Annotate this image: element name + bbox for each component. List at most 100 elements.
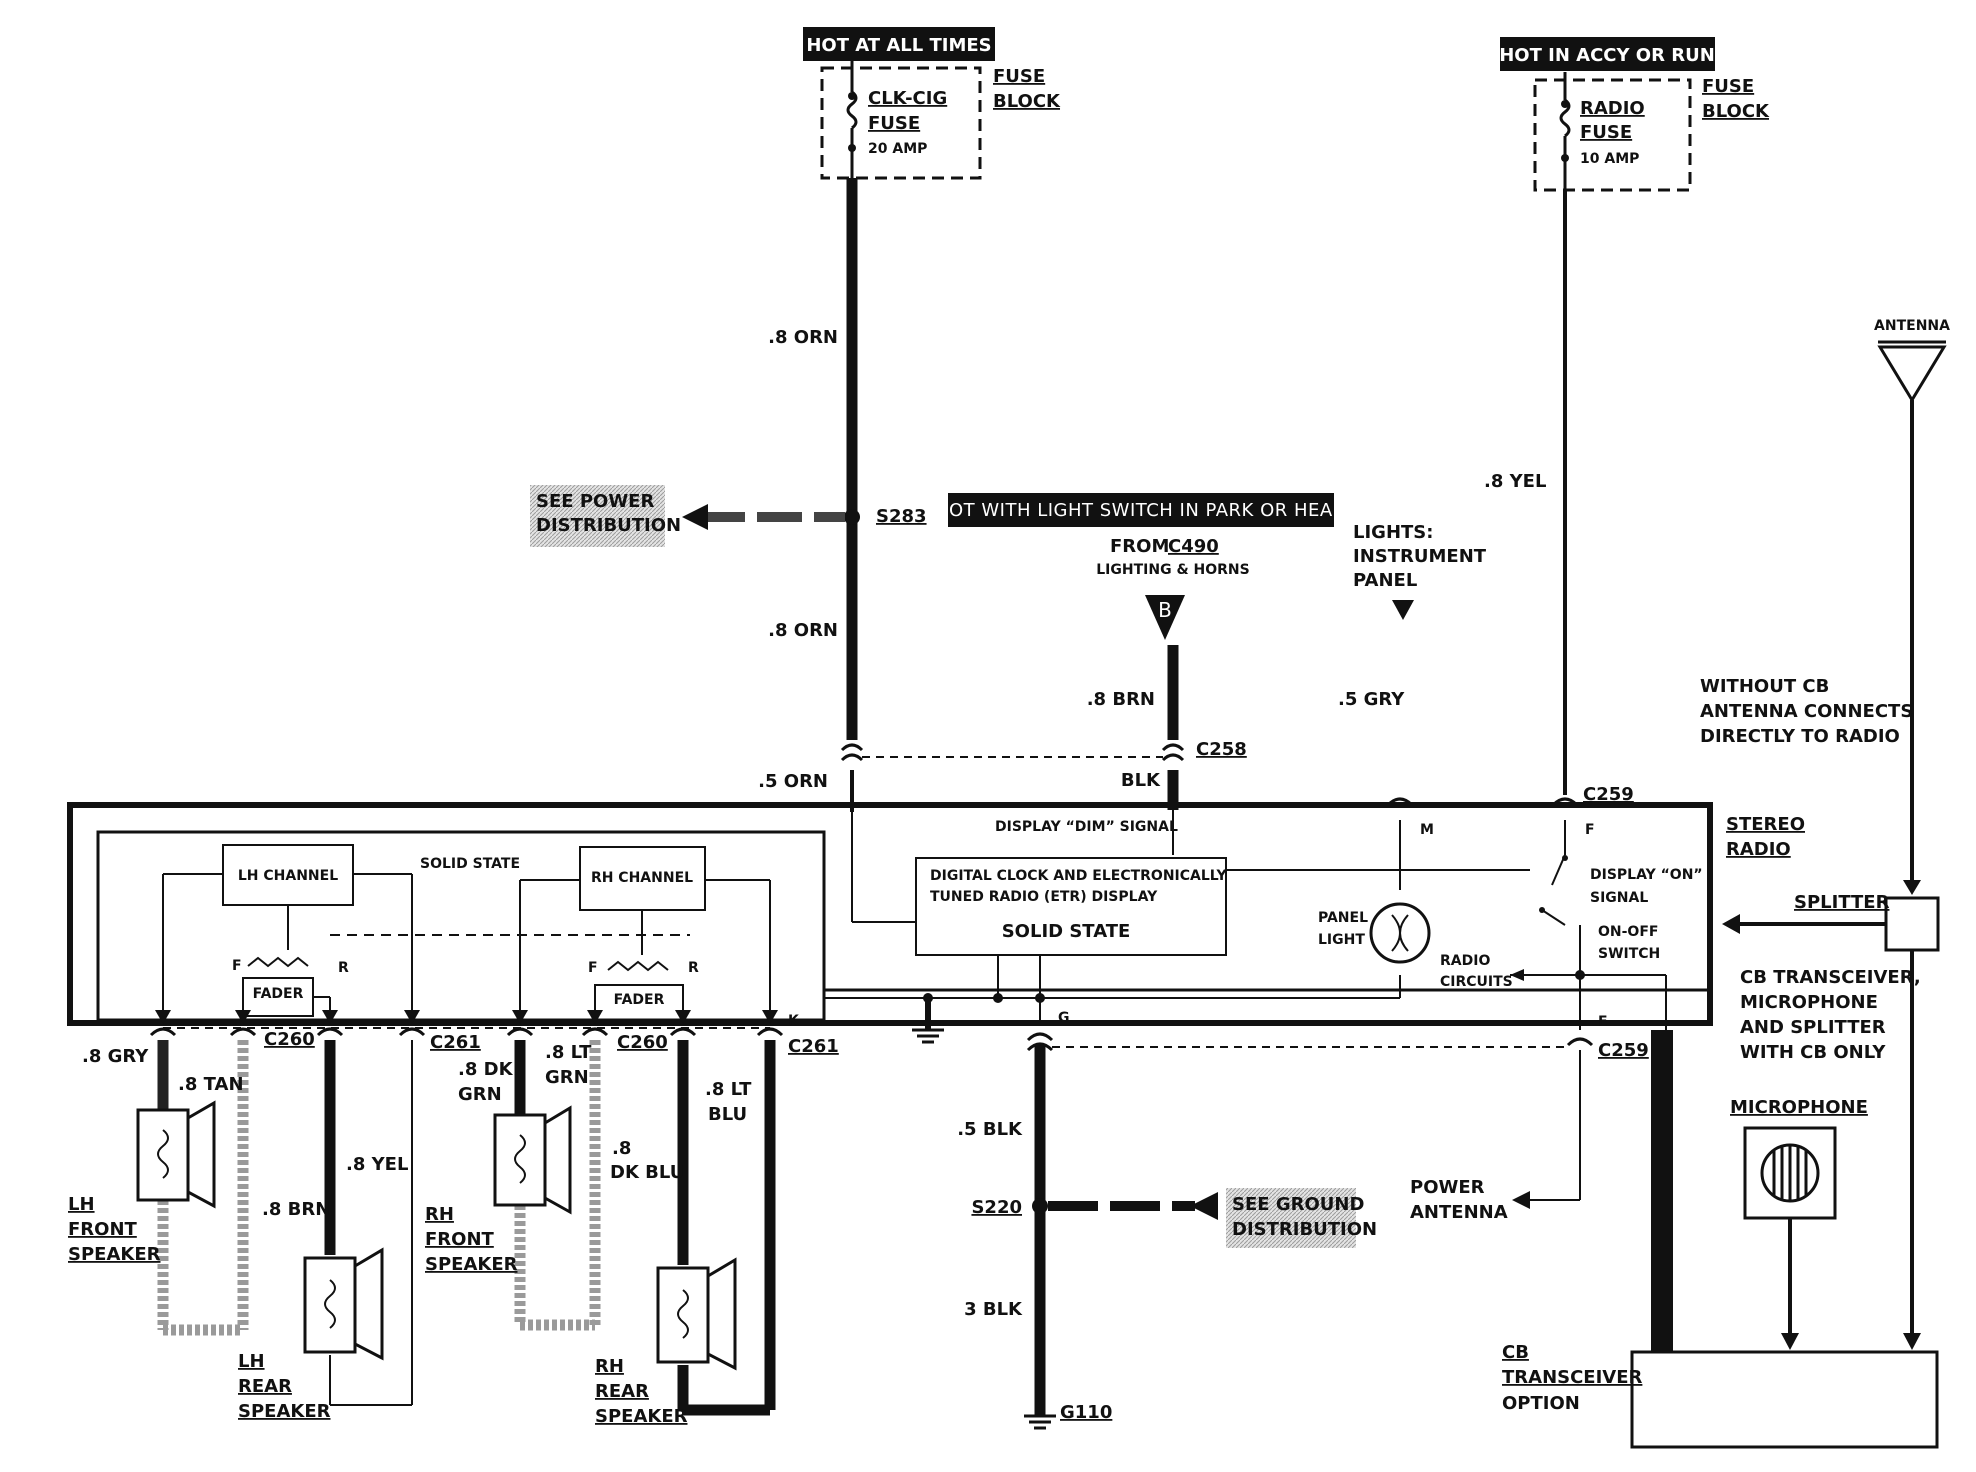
svg-text:LIGHTS:: LIGHTS: <box>1353 522 1433 543</box>
svg-text:FADER: FADER <box>253 986 304 1002</box>
splitter: SPLITTER CB TRANSCEIVER, MICROPHONE AND … <box>1722 892 1940 1350</box>
svg-text:FADER: FADER <box>614 992 665 1008</box>
svg-text:WITHOUT CB: WITHOUT CB <box>1700 676 1829 697</box>
svg-text:.8: .8 <box>612 1138 631 1159</box>
svg-text:MICROPHONE: MICROPHONE <box>1730 1097 1868 1118</box>
cb-transceiver-option: CB TRANSCEIVER OPTION <box>1502 1030 1939 1449</box>
svg-text:LIGHT: LIGHT <box>1318 932 1365 948</box>
svg-text:C261: C261 <box>788 1036 839 1057</box>
svg-text:DISPLAY “ON”: DISPLAY “ON” <box>1590 867 1703 883</box>
svg-text:SEE GROUND: SEE GROUND <box>1232 1194 1364 1215</box>
svg-text:FUSE: FUSE <box>1580 122 1632 143</box>
svg-text:.8 BRN: .8 BRN <box>262 1199 330 1220</box>
svg-text:LIGHTING & HORNS: LIGHTING & HORNS <box>1096 562 1249 578</box>
svg-text:.8 TAN: .8 TAN <box>178 1074 244 1095</box>
svg-text:REAR: REAR <box>595 1381 649 1402</box>
speaker-pins <box>149 1027 784 1037</box>
connector-c258-orn <box>840 743 864 762</box>
rh-front-speaker: RH FRONT SPEAKER <box>425 1105 572 1275</box>
svg-text:INSTRUMENT: INSTRUMENT <box>1353 546 1487 567</box>
svg-text:CIRCUITS: CIRCUITS <box>1440 974 1513 990</box>
svg-text:CB: CB <box>1502 1342 1529 1363</box>
svg-text:B: B <box>1158 598 1172 622</box>
svg-text:S220: S220 <box>971 1197 1022 1218</box>
svg-text:PANEL: PANEL <box>1353 570 1417 591</box>
svg-text:.8 LT: .8 LT <box>705 1079 752 1100</box>
svg-text:HOT AT ALL TIMES: HOT AT ALL TIMES <box>806 35 991 56</box>
svg-text:C261: C261 <box>430 1032 481 1053</box>
rh-channel: RH CHANNEL <box>579 846 706 911</box>
wire-orn: .8 ORN .8 ORN .5 ORN S283 <box>758 178 927 812</box>
svg-text:.8 LT: .8 LT <box>545 1042 592 1063</box>
lh-fader: FADER F R <box>232 905 349 1017</box>
svg-text:.8 YEL: .8 YEL <box>1484 471 1546 492</box>
see-ground-distribution: SEE GROUND DISTRIBUTION <box>1048 1188 1377 1248</box>
svg-text:10 AMP: 10 AMP <box>1580 151 1639 167</box>
radio-internal-wiring <box>824 810 1667 1030</box>
pin-k: K <box>788 1013 800 1029</box>
svg-text:DK BLU: DK BLU <box>610 1162 684 1183</box>
svg-text:HOT IN ACCY OR RUN: HOT IN ACCY OR RUN <box>1499 45 1715 66</box>
wire-blk-ground: .5 BLK 3 BLK S220 G110 <box>957 998 1112 1430</box>
radio-circuits: RADIO CIRCUITS <box>1440 953 1513 990</box>
svg-text:.8 ORN: .8 ORN <box>768 327 838 348</box>
pin-g: G <box>1058 1010 1070 1026</box>
svg-text:FUSE: FUSE <box>868 113 920 134</box>
svg-text:MICROPHONE: MICROPHONE <box>1740 992 1878 1013</box>
svg-text:PANEL: PANEL <box>1318 910 1368 926</box>
radio-circuits-arrow <box>1510 969 1524 981</box>
wire-rh-rear: .8 DK BLU .8 LT BLU C261 <box>610 1036 839 1416</box>
svg-text:FUSE: FUSE <box>993 66 1045 87</box>
svg-text:R: R <box>338 960 349 976</box>
svg-text:C258: C258 <box>1196 739 1247 760</box>
svg-text:LH CHANNEL: LH CHANNEL <box>238 868 338 884</box>
svg-text:.5 GRY: .5 GRY <box>1338 689 1405 710</box>
svg-text:SPLITTER: SPLITTER <box>1794 892 1890 913</box>
junction-dot <box>993 993 1003 1003</box>
svg-text:SPEAKER: SPEAKER <box>425 1254 518 1275</box>
svg-text:BLK: BLK <box>1121 770 1161 791</box>
svg-text:WITH CB ONLY: WITH CB ONLY <box>1740 1042 1886 1063</box>
svg-text:POWER: POWER <box>1410 1177 1485 1198</box>
svg-text:.8 ORN: .8 ORN <box>768 620 838 641</box>
svg-text:RADIO: RADIO <box>1440 953 1490 969</box>
power-antenna: POWER ANTENNA C259 <box>1410 1037 1649 1223</box>
svg-text:DISTRIBUTION: DISTRIBUTION <box>536 515 681 536</box>
svg-text:AND SPLITTER: AND SPLITTER <box>1740 1017 1886 1038</box>
lights-instrument-panel: LIGHTS: INSTRUMENT PANEL .5 GRY <box>1338 522 1487 807</box>
svg-text:M: M <box>1420 822 1434 838</box>
antenna: ANTENNA WITHOUT CB ANTENNA CONNECTS DIRE… <box>1700 318 1950 895</box>
fuse-block-radio: RADIO FUSE 10 AMP FUSE BLOCK <box>1533 72 1770 192</box>
svg-text:SPEAKER: SPEAKER <box>238 1401 331 1422</box>
svg-text:C260: C260 <box>617 1032 668 1053</box>
wire-rh-front: .8 DK GRN .8 LT GRN C260 <box>458 1032 668 1331</box>
svg-text:C490: C490 <box>1168 536 1219 557</box>
svg-text:TRANSCEIVER: TRANSCEIVER <box>1502 1367 1643 1388</box>
svg-text:OPTION: OPTION <box>1502 1393 1580 1414</box>
svg-text:CB TRANSCEIVER,: CB TRANSCEIVER, <box>1740 967 1921 988</box>
svg-text:RH CHANNEL: RH CHANNEL <box>591 870 693 886</box>
svg-text:F: F <box>588 960 598 976</box>
svg-text:RH: RH <box>595 1356 624 1377</box>
lh-rear-speaker: LH REAR SPEAKER <box>238 1247 384 1422</box>
svg-text:DISTRIBUTION: DISTRIBUTION <box>1232 1219 1377 1240</box>
svg-text:.8 GRY: .8 GRY <box>82 1046 149 1067</box>
svg-text:ANTENNA: ANTENNA <box>1874 318 1950 334</box>
etr-display: DIGITAL CLOCK AND ELECTRONICALLY TUNED R… <box>915 857 1228 956</box>
svg-text:TUNED RADIO (ETR) DISPLAY: TUNED RADIO (ETR) DISPLAY <box>930 889 1158 905</box>
see-power-distribution: SEE POWER DISTRIBUTION <box>530 485 845 547</box>
svg-text:GRN: GRN <box>458 1084 502 1105</box>
svg-text:C260: C260 <box>264 1029 315 1050</box>
svg-text:BLOCK: BLOCK <box>993 91 1061 112</box>
svg-text:SPEAKER: SPEAKER <box>595 1406 688 1427</box>
svg-text:REAR: REAR <box>238 1376 292 1397</box>
svg-text:ANTENNA CONNECTS: ANTENNA CONNECTS <box>1700 701 1913 722</box>
fuse-block-clk-cig: CLK-CIG FUSE 20 AMP FUSE BLOCK <box>820 60 1061 180</box>
svg-text:LH: LH <box>68 1194 95 1215</box>
svg-text:ON-OFF: ON-OFF <box>1598 924 1658 940</box>
svg-text:SEE POWER: SEE POWER <box>536 491 654 512</box>
svg-text:F: F <box>232 958 242 974</box>
svg-text:DIRECTLY TO RADIO: DIRECTLY TO RADIO <box>1700 726 1900 747</box>
solid-state-label: SOLID STATE <box>420 856 520 872</box>
